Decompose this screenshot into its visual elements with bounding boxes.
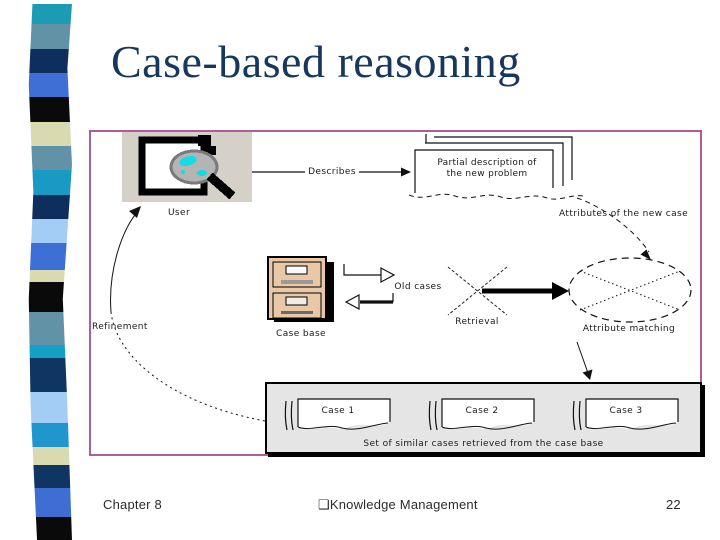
footer-course: ❑Knowledge Management (318, 497, 478, 513)
square-bullet-icon: ❑ (318, 497, 330, 512)
decor-bar-block (28, 488, 72, 517)
decor-bar-block (28, 97, 72, 122)
decor-bar-block (28, 122, 72, 146)
refinement-label: Refinement (92, 322, 148, 332)
case-paper: Case 2 (426, 396, 538, 436)
old-cases-label: Old cases (394, 282, 442, 292)
decor-bar-block (28, 282, 72, 312)
decor-bar-block (28, 195, 72, 219)
decor-bar-block (28, 270, 72, 282)
decor-bar-block (28, 312, 72, 345)
case-base-cabinet-icon (267, 256, 334, 322)
decor-bar-block (28, 465, 72, 488)
footer-course-text: Knowledge Management (329, 497, 478, 512)
decor-bar-block (28, 4, 72, 24)
retrieval-x-icon (447, 266, 508, 316)
decor-bar-block (28, 170, 72, 195)
case-paper: Case 1 (282, 396, 394, 436)
case-label: Case 3 (609, 406, 643, 416)
case-base-label: Case base (276, 329, 326, 339)
page-title: Case-based reasoning (111, 36, 521, 87)
matching-to-set-arrow (576, 341, 593, 380)
decor-bar-block (28, 73, 72, 97)
retrieved-cases-box: Case 1 Case 2 Case 3 (265, 382, 702, 454)
decor-bar (28, 4, 72, 540)
decor-bar-block (28, 423, 72, 447)
matching-ellipse (568, 257, 692, 323)
connector-lines (110, 167, 692, 422)
user-panel (122, 132, 252, 202)
user-label: User (167, 208, 191, 218)
decor-bar-block (28, 517, 72, 540)
decor-bar-block (28, 49, 72, 73)
problem-note-text: Partial description of the new problem (437, 158, 537, 179)
footer-chapter: Chapter 8 (103, 497, 162, 512)
decor-bar-block (28, 219, 72, 243)
refinement-arrow (110, 206, 266, 422)
thick-retrieve-arrow (482, 282, 569, 300)
set-caption: Set of similar cases retrieved from the … (363, 439, 604, 449)
decor-bar-block (28, 392, 72, 423)
attributes-arrow (576, 197, 651, 260)
problem-note: Partial description of the new problem (409, 132, 585, 204)
case-label: Case 2 (465, 406, 499, 416)
diagram-canvas: User Describes Partial description of th… (89, 130, 702, 456)
decor-bar-block (28, 243, 72, 270)
attribute-matching-label: Attribute matching (582, 324, 676, 334)
decor-bar-block (28, 345, 72, 358)
attributes-label: Attributes of the new case (559, 209, 689, 219)
old-cases-out-arrow (343, 264, 396, 284)
case-paper: Case 3 (570, 396, 682, 436)
decor-bar-block (28, 358, 72, 392)
decor-bar-block (28, 447, 72, 465)
document-magnifier-icon (138, 135, 236, 200)
describes-label: Describes (305, 167, 359, 177)
case-label: Case 1 (321, 406, 355, 416)
decor-bar-block (28, 24, 72, 49)
decor-bar-block (28, 146, 72, 170)
old-cases-in-arrow (344, 293, 394, 311)
footer-page-number: 22 (666, 497, 681, 512)
retrieval-label: Retrieval (455, 317, 499, 327)
